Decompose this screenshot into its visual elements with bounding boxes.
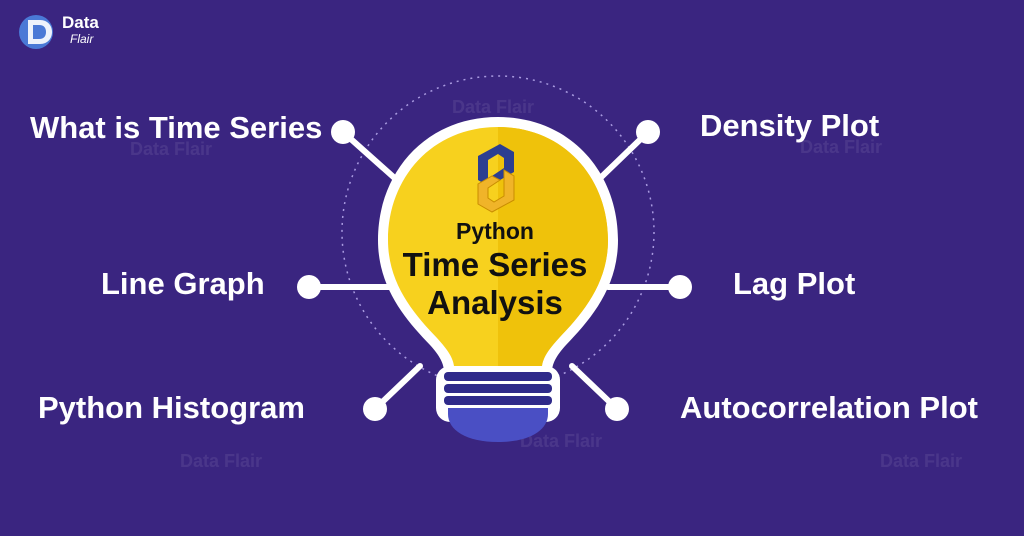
watermark-text: Data Flair — [880, 451, 963, 471]
watermark: Data Flair — [130, 140, 212, 158]
bulb-thread — [444, 384, 552, 393]
connector-dot — [636, 120, 660, 144]
watermark: Data Flair — [880, 452, 962, 470]
bulb-shade — [498, 127, 608, 366]
topic-autocorrelation-plot: Autocorrelation Plot — [680, 390, 978, 425]
topic-python-histogram: Python Histogram — [38, 390, 305, 425]
bulb-thread — [444, 396, 552, 405]
connector-dots — [297, 120, 692, 421]
topic-line-graph: Line Graph — [101, 266, 265, 301]
dataflair-logo-icon — [19, 15, 53, 49]
watermark: Data Flair — [452, 98, 534, 116]
topic-lag-plot: Lag Plot — [733, 266, 856, 301]
watermark-text: Data Flair — [180, 451, 263, 471]
bulb-cap — [448, 408, 548, 442]
watermark-text: Data Flair — [130, 139, 213, 159]
watermark: Data Flair — [180, 452, 262, 470]
python-logo-icon — [477, 144, 515, 213]
watermark-text: Data Flair — [520, 431, 603, 451]
logo-word-flair: Flair — [70, 32, 94, 46]
watermark: Data Flair — [800, 138, 882, 156]
logo-word-data: Data — [62, 13, 99, 32]
topic-what-is-time-series: What is Time Series — [30, 110, 323, 145]
dataflair-logo: Data Flair — [14, 8, 124, 52]
watermark-text: Data Flair — [800, 137, 883, 157]
bulb-title-line1: Time Series — [402, 246, 588, 283]
watermark-text: Data Flair — [452, 97, 535, 117]
watermark: Data Flair — [520, 432, 602, 450]
connector-dot — [331, 120, 355, 144]
bulb-pre-title: Python — [456, 218, 534, 244]
connector-dot — [668, 275, 692, 299]
bulb-title-line2: Analysis — [427, 284, 563, 321]
connector-dot — [363, 397, 387, 421]
connector-dot — [297, 275, 321, 299]
topic-density-plot: Density Plot — [700, 108, 880, 143]
dotted-halo — [341, 75, 655, 389]
bulb-thread — [444, 372, 552, 381]
connector-dot — [605, 397, 629, 421]
